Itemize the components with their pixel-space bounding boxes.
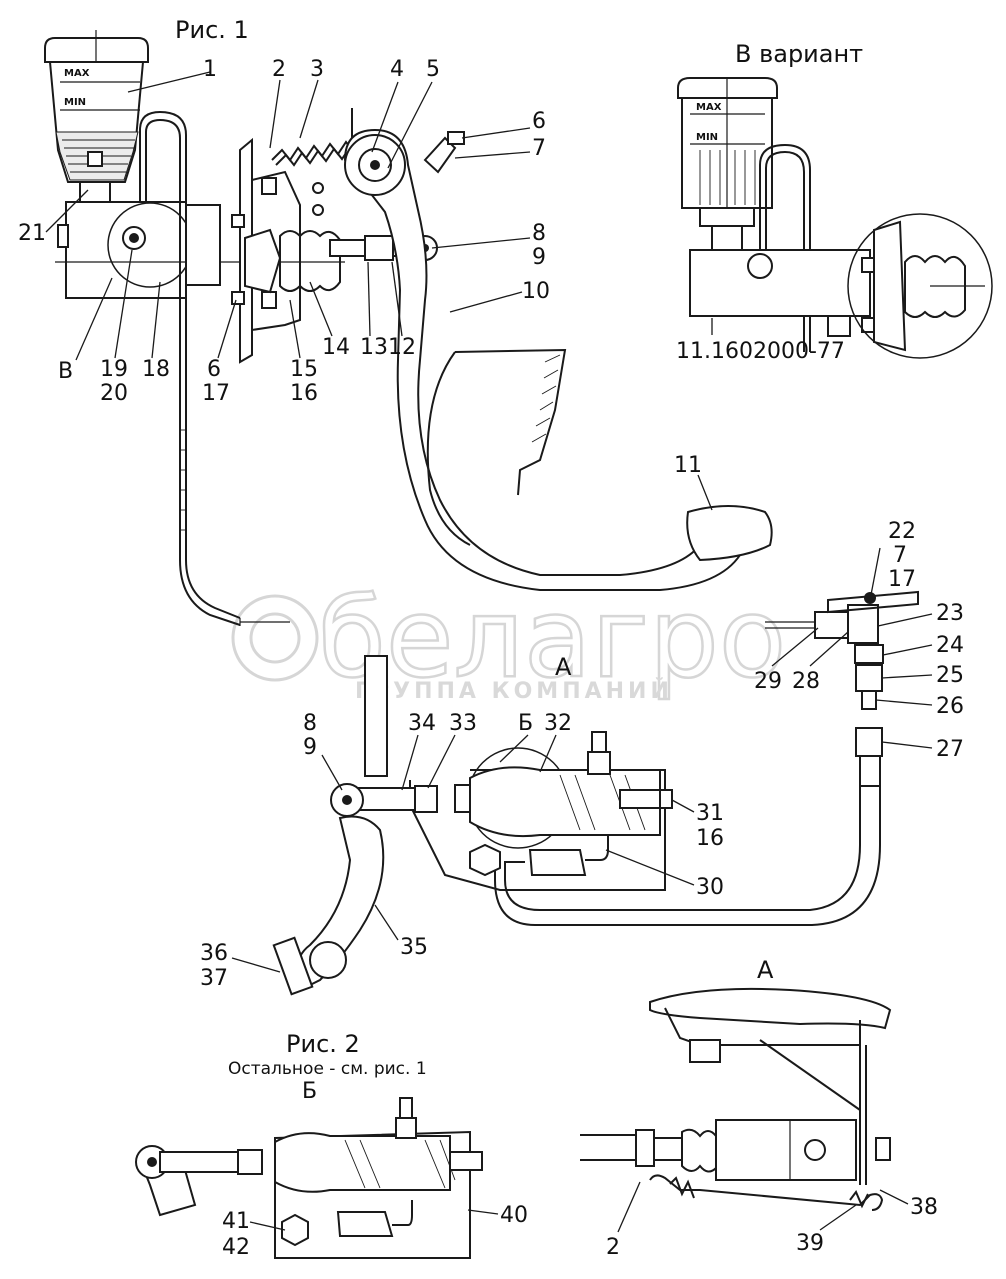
watermark-tagline: ГРУППА КОМПАНИЙ <box>355 678 673 704</box>
callout-4: 4 <box>390 57 404 82</box>
callout-17: 17 <box>202 381 230 406</box>
lower-callouts: 22 7 17 23 24 25 26 27 29 28 8 9 34 33 Б… <box>200 519 964 991</box>
reservoir-max-label: MAX <box>64 68 90 79</box>
callout-5: 5 <box>426 57 440 82</box>
figure2-slave-cylinder <box>135 1097 483 1259</box>
figure2-title: Рис. 2 <box>286 1030 360 1058</box>
callout-15: 15 <box>290 357 318 382</box>
callout-30: 30 <box>696 875 724 900</box>
dust-boot <box>244 228 345 294</box>
callout-19: 19 <box>100 357 128 382</box>
callout-23: 23 <box>936 601 964 626</box>
hydraulic-pipe <box>139 110 290 626</box>
variant-min-label: MIN <box>696 132 718 143</box>
callout-7: 7 <box>532 136 546 161</box>
watermark: белагро ГРУППА КОМПАНИЙ <box>231 573 787 704</box>
view-a-pedal-detail <box>580 987 892 1211</box>
callout-2: 2 <box>272 57 286 82</box>
variant-master-cylinder: MAX MIN 11.1602000-77 <box>676 77 993 364</box>
callout-42: 42 <box>222 1235 250 1260</box>
callout-17b: 17 <box>888 567 916 592</box>
callout-10: 10 <box>522 279 550 304</box>
callout-38: 38 <box>910 1195 938 1220</box>
callout-view-b: Б <box>518 711 533 736</box>
callout-41: 41 <box>222 1209 250 1234</box>
master-cylinder-body <box>55 201 300 299</box>
variant-part-number: 11.1602000-77 <box>676 339 845 364</box>
callout-18: 18 <box>142 357 170 382</box>
figure2-callouts: 41 42 40 <box>222 1203 528 1260</box>
pipe-connector-block <box>494 590 919 926</box>
callout-8: 8 <box>532 221 546 246</box>
callout-6: 6 <box>532 109 546 134</box>
clutch-pedal <box>343 128 773 591</box>
reservoir-min-label: MIN <box>64 97 86 108</box>
view-a-callouts: 2 39 38 <box>606 1181 938 1260</box>
callout-9b: 9 <box>303 735 317 760</box>
callout-36: 36 <box>200 941 228 966</box>
callout-3: 3 <box>310 57 324 82</box>
callout-29: 29 <box>754 669 782 694</box>
callout-9: 9 <box>532 245 546 270</box>
master-cylinder-reservoir: MAX MIN <box>44 30 149 203</box>
callout-32: 32 <box>544 711 572 736</box>
floor-panel <box>426 348 567 546</box>
callout-34: 34 <box>408 711 436 736</box>
callout-39: 39 <box>796 1231 824 1256</box>
figure1-callouts: 1 2 3 4 5 6 7 8 9 10 11 21 В 19 20 18 6 … <box>18 57 713 511</box>
watermark-brand: белагро <box>318 574 786 702</box>
callout-26: 26 <box>936 694 964 719</box>
callout-16: 16 <box>290 381 318 406</box>
variant-title: В вариант <box>735 40 863 68</box>
variant-max-label: MAX <box>696 102 722 113</box>
return-spring <box>271 108 353 167</box>
callout-27: 27 <box>936 737 964 762</box>
callout-22: 22 <box>888 519 916 544</box>
figure2-note: Остальное - см. рис. 1 <box>228 1059 427 1079</box>
callout-24: 24 <box>936 633 964 658</box>
callout-6b: 6 <box>207 357 221 382</box>
callout-37: 37 <box>200 966 228 991</box>
callout-1: 1 <box>203 57 217 82</box>
view-a-marker: А <box>555 653 572 681</box>
view-a-detail-title: А <box>757 956 774 984</box>
callout-16b: 16 <box>696 826 724 851</box>
callout-35: 35 <box>400 935 428 960</box>
callout-7b: 7 <box>893 543 907 568</box>
slave-cylinder <box>272 655 673 996</box>
figure1-title: Рис. 1 <box>175 16 249 44</box>
callout-31: 31 <box>696 801 724 826</box>
figure2-view-b: Б <box>302 1079 317 1104</box>
callout-12: 12 <box>388 335 416 360</box>
callout-view-v: В <box>58 359 73 384</box>
callout-2b: 2 <box>606 1235 620 1260</box>
callout-21: 21 <box>18 221 46 246</box>
callout-40: 40 <box>500 1203 528 1228</box>
callout-28: 28 <box>792 669 820 694</box>
callout-14: 14 <box>322 335 350 360</box>
callout-25: 25 <box>936 663 964 688</box>
callout-33: 33 <box>449 711 477 736</box>
callout-11: 11 <box>674 453 702 478</box>
callout-13: 13 <box>360 335 388 360</box>
callout-20: 20 <box>100 381 128 406</box>
callout-8b: 8 <box>303 711 317 736</box>
